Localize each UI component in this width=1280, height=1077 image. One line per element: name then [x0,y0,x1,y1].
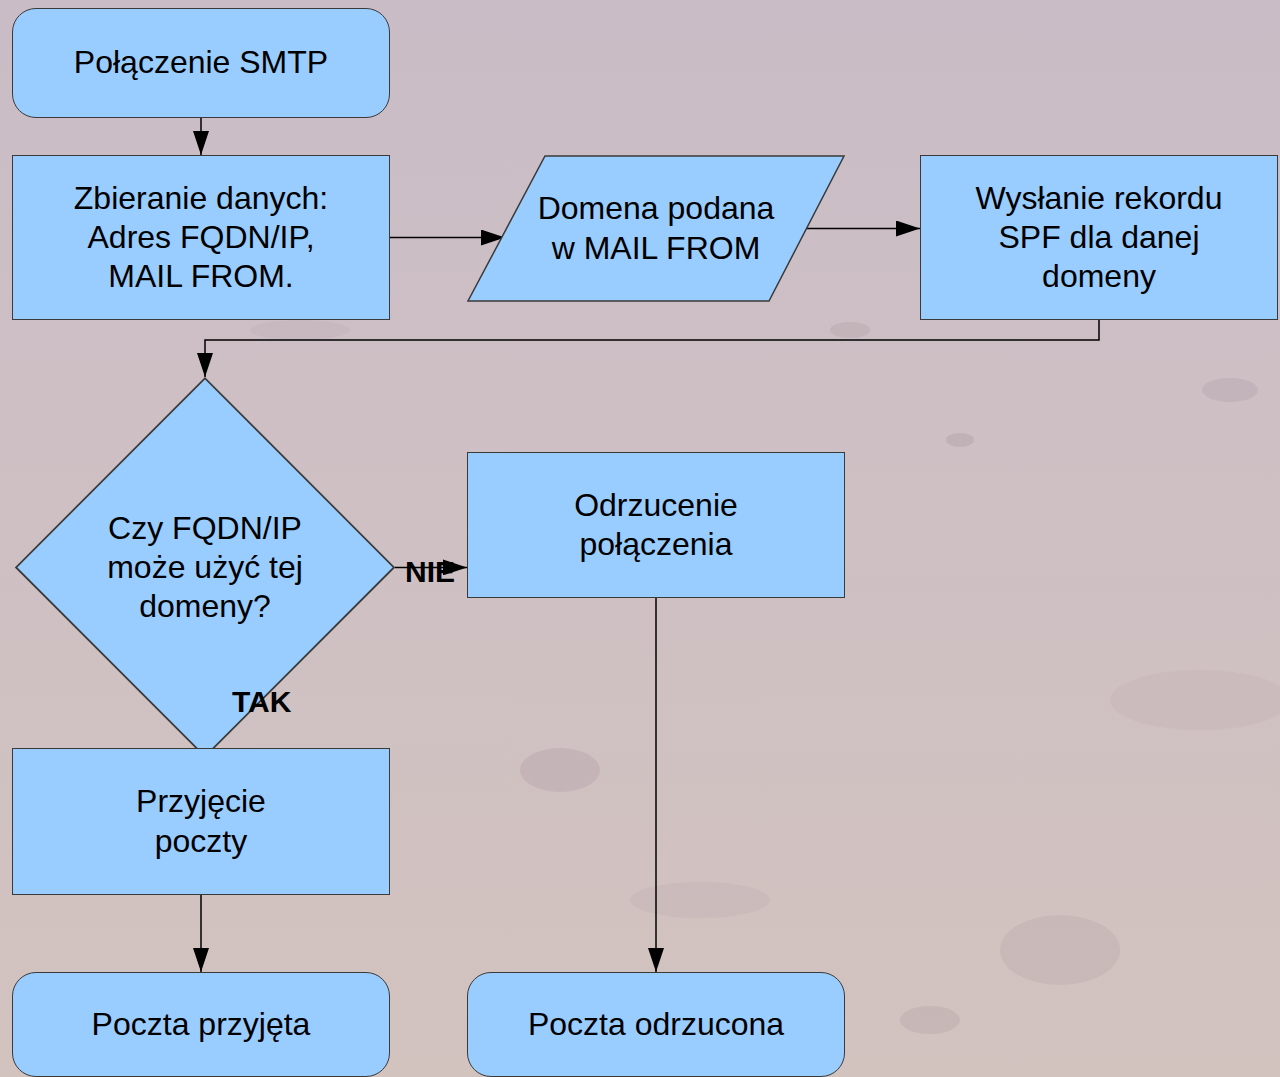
node-text: Przyjęcie poczty [111,782,291,860]
process-box: Odrzucenie połączenia [467,452,845,598]
shape-fill [16,378,394,756]
node-text: Odrzucenie połączenia [546,486,766,564]
start-terminal: Połączenie SMTP [12,8,390,118]
process-box: Przyjęcie poczty [12,748,390,895]
node-text: Połączenie SMTP [74,43,328,82]
flow-arrow [655,598,657,972]
decision-diamond: Czy FQDN/IP może użyć tej domeny? [15,377,395,758]
process-box: Wysłanie rekordu SPF dla danej domeny [920,155,1278,320]
branch-label: NIE [405,555,455,589]
node-text: Czy FQDN/IP może użyć tej domeny? [103,509,308,626]
flow-arrow [390,237,505,239]
node-text: Poczta przyjęta [92,1005,311,1044]
end-terminal: Poczta odrzucona [467,972,845,1077]
node-text: Poczta odrzucona [528,1005,784,1044]
branch-label: TAK [232,685,291,719]
flow-arrow [807,228,920,230]
shape-fill [468,156,844,301]
end-terminal: Poczta przyjęta [12,972,390,1077]
flow-arrow [200,895,202,972]
data-parallelogram: Domena podana w MAIL FROM [467,155,845,302]
node-text: Domena podana w MAIL FROM [526,189,786,267]
node-text: Zbieranie danych: Adres FQDN/IP, MAIL FR… [51,179,351,296]
process-box: Zbieranie danych: Adres FQDN/IP, MAIL FR… [12,155,390,320]
flow-arrow [205,320,1099,377]
node-text: Wysłanie rekordu SPF dla danej domeny [949,179,1249,296]
parallelogram-outline [467,155,845,302]
flow-arrow [200,118,202,155]
